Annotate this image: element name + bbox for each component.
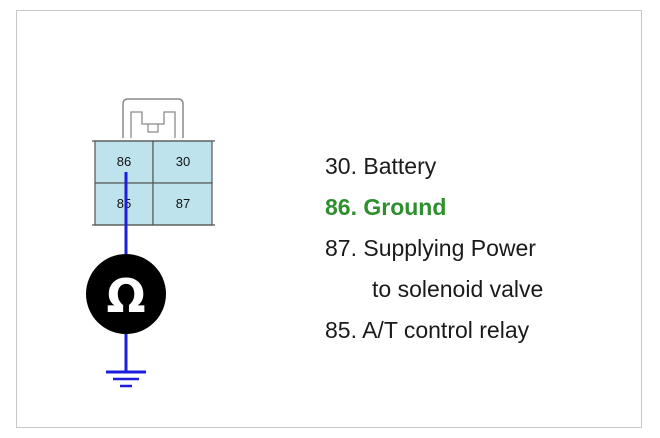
connector-latch xyxy=(122,98,184,138)
pin-label-30: 30 xyxy=(176,154,190,169)
ohm-symbol: Ω xyxy=(106,269,145,323)
connector-body: 86 30 85 87 xyxy=(92,140,215,226)
pin-legend: 30. Battery 86. Ground 87. Supplying Pow… xyxy=(325,146,543,351)
legend-item-30: 30. Battery xyxy=(325,153,437,179)
legend-item-87: 87. Supplying Power xyxy=(325,235,536,261)
pin-label-87: 87 xyxy=(176,196,190,211)
ground-icon xyxy=(106,370,146,388)
ohmmeter-icon: Ω xyxy=(86,254,166,334)
pin-label-85: 85 xyxy=(117,196,131,211)
legend-item-87-continued: to solenoid valve xyxy=(372,276,544,302)
legend-item-85: 85. A/T control relay xyxy=(325,317,530,343)
pin-label-86: 86 xyxy=(117,154,131,169)
legend-item-86: 86. Ground xyxy=(325,194,447,220)
